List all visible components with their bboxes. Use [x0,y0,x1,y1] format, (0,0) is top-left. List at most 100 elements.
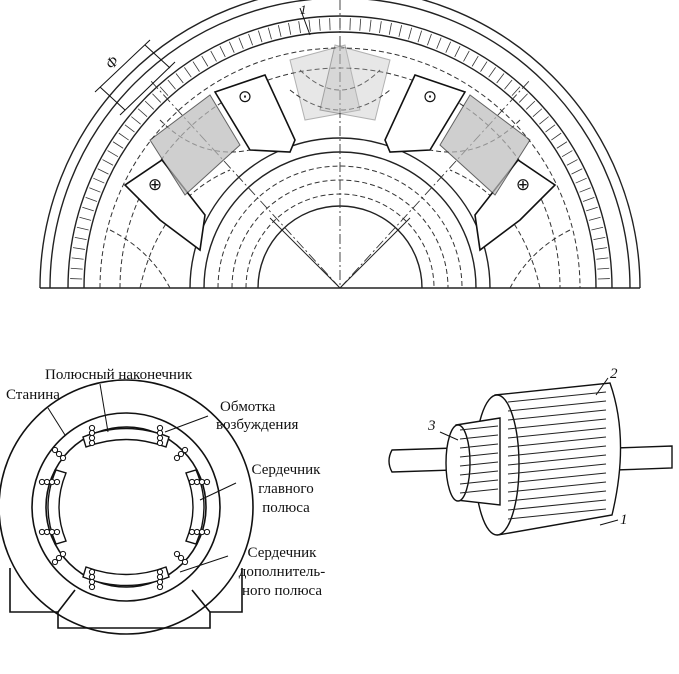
winding-turn [55,450,63,458]
label-field-winding-2: возбуждения [216,417,299,433]
frame-hatch-mark [582,197,595,202]
frame-hatch-mark [167,79,176,90]
rotor-slot [507,490,607,502]
frame-hatch-mark [496,73,505,84]
magnetic-field-cross-section: ⊕⊙⊙⊕ 1 Φ [39,0,641,289]
pole-polarity-mark: ⊕ [148,175,162,195]
label-aux-core-1: Сердечник [247,545,317,561]
frame-hatch-mark [579,187,591,193]
frame-hatch-mark [159,86,169,96]
frame-hatch-mark [72,247,85,250]
frame-hatch-mark [388,22,392,35]
frame-hatch-mark [593,237,606,241]
frame-hatch-mark [369,19,372,32]
winding-turn [177,554,185,562]
frame-hatch-mark [184,67,192,78]
winding-turn [156,429,164,437]
label-frame: Станина [6,387,60,403]
frame-hatch-mark [277,25,282,37]
frame-hatch-mark [525,100,536,110]
winding-turn [53,528,61,536]
winding-turn [38,528,46,536]
commutator-bar [459,452,499,458]
frame-hatch-mark [219,45,226,58]
frame-hatch-mark [586,206,598,212]
frame-hatch-mark [436,37,442,49]
rotor-slot [507,472,607,484]
label-main-core-3: полюса [262,500,310,516]
frame-hatch-mark [76,226,89,231]
frame-hatch-mark [596,257,609,260]
winding-turn [51,558,59,566]
callout-3: 3 [428,418,436,434]
frame-hatch-mark [248,33,253,46]
label-aux-core-2: дополнитель- [238,564,326,580]
commutator-bar [459,479,499,485]
frame-hatch-mark [93,177,105,184]
phi-label: Φ [103,53,123,72]
frame-hatch-mark [201,55,209,67]
winding-turn [198,528,206,536]
frame-hatch-mark [545,124,556,133]
winding-turn [156,578,164,586]
frame-hatch-mark [551,132,562,141]
frame-hatch-mark [480,61,488,72]
winding-turn [88,583,96,591]
frame-hatch-mark [144,100,155,110]
frame-hatch-mark [566,159,578,166]
frame-hatch-mark [210,50,217,62]
winding-turn [88,439,96,447]
winding-turn [59,454,67,462]
frame-hatch-mark [267,27,272,40]
rotor-slot [507,400,607,412]
frame-hatch-mark [463,50,470,62]
rotor-slot [507,454,607,466]
winding-turn [156,568,164,576]
rotor-slot [507,481,607,493]
frame-hatch-mark [417,30,423,43]
winding-turn [173,550,181,558]
label-aux-core-3: ного полюса [241,583,323,599]
winding-turn [156,439,164,447]
frame-hatch-mark [379,21,382,34]
frame-hatch-mark [228,41,235,53]
frame-hatch-mark [427,33,432,46]
frame-hatch-mark [192,61,200,72]
frame-hatch-mark [597,267,610,270]
frame-hatch-mark [308,19,311,32]
frame-hatch-mark [298,21,301,34]
callout-2: 2 [610,366,618,382]
commutator-bar [459,425,499,431]
frame-hatch-mark [131,116,141,125]
frame-hatch-mark [71,257,84,260]
winding-turn [51,446,59,454]
commutator-bar [459,443,499,449]
frame-hatch-mark [488,67,496,78]
frame-hatch-mark [532,108,543,118]
commutator-bar [459,470,499,476]
frame-hatch-mark [588,216,601,221]
frame-hatch-mark [107,150,119,158]
frame-hatch-mark [175,73,184,84]
label-pole-shoe: Полюсный наконечник [45,367,193,383]
frame-hatch-mark [238,37,244,49]
pole-polarity-mark: ⊕ [516,175,530,195]
winding-turn [156,434,164,442]
rotor-slot [507,499,607,511]
label-field-winding-1: Обмотка [220,399,276,415]
winding-turn [156,424,164,432]
frame-hatch-mark [471,55,479,67]
winding-turn [43,478,51,486]
winding-turn [203,528,211,536]
frame-hatch-mark [118,132,129,141]
frame-hatch-mark [82,206,94,212]
frame-hatch-mark [97,168,109,175]
frame-hatch-mark [359,18,362,31]
winding-turn [156,573,164,581]
frame-hatch-mark [152,93,162,103]
winding-turn [55,554,63,562]
pole-polarity-mark: ⊙ [238,87,252,107]
winding-turn [88,434,96,442]
winding-turn [181,446,189,454]
winding-turn [193,478,201,486]
